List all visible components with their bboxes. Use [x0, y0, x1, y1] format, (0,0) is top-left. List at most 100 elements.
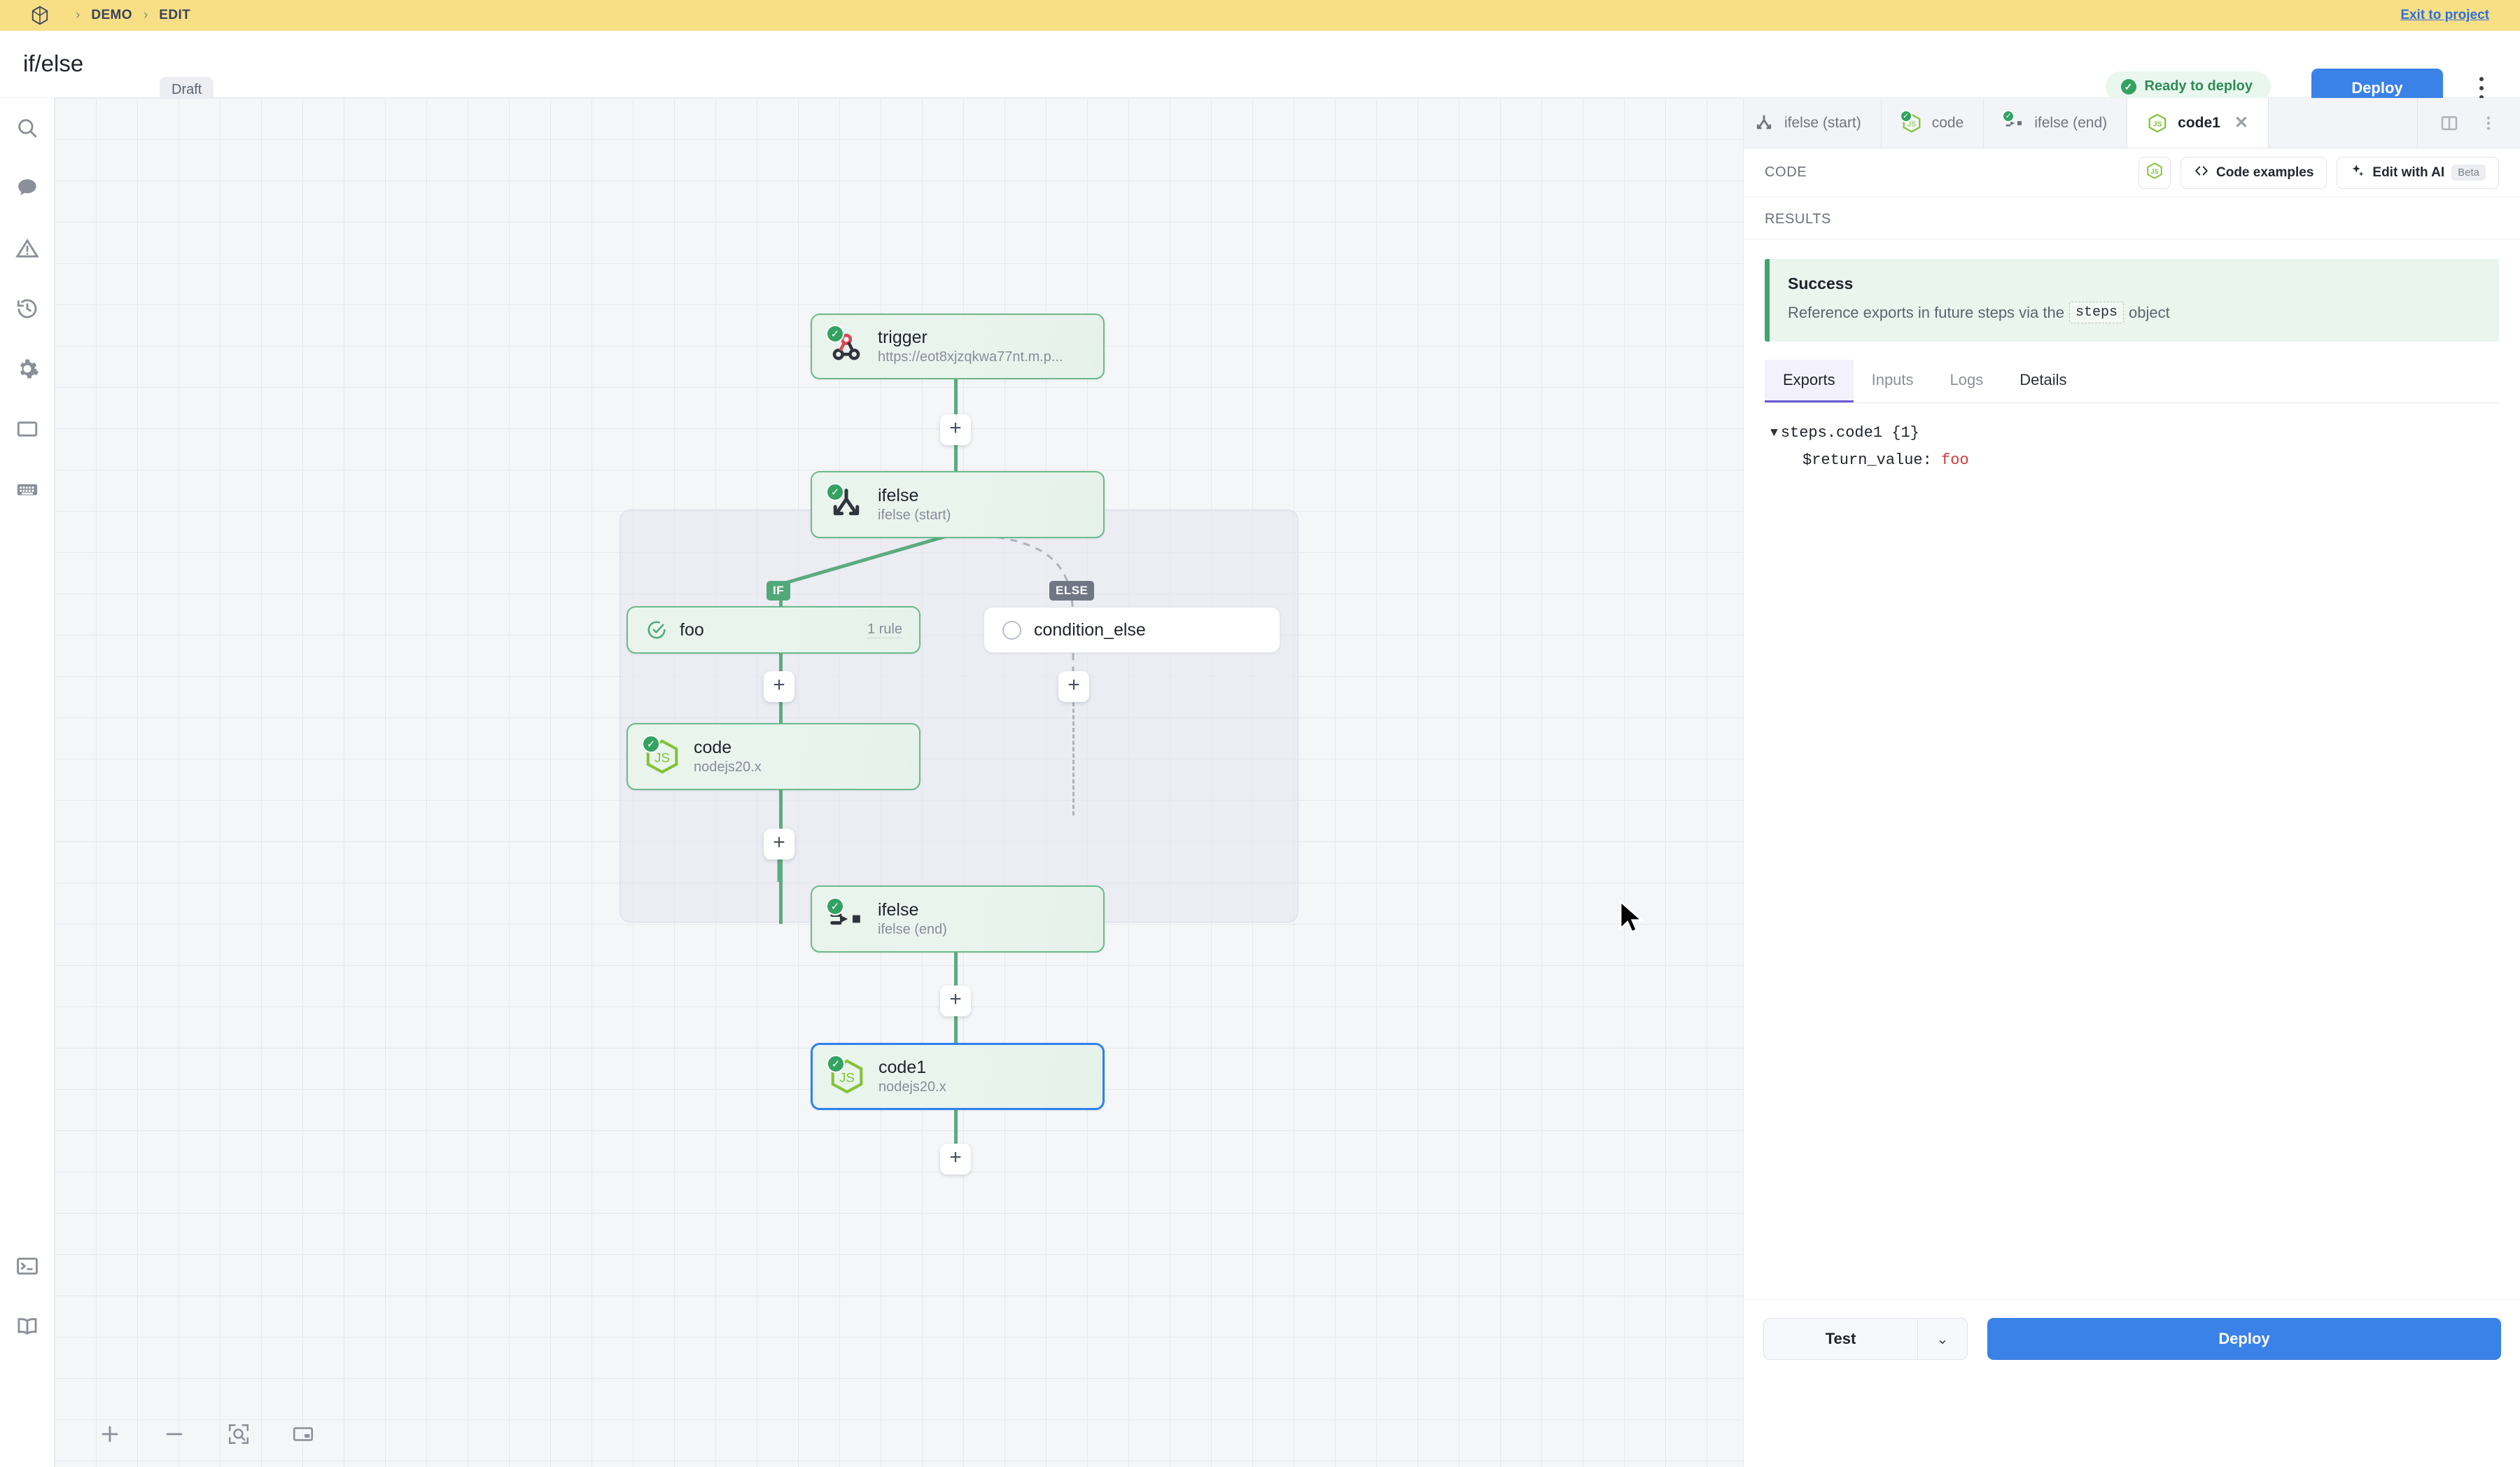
- test-button[interactable]: Test: [1763, 1318, 1917, 1360]
- keyboard-icon[interactable]: [15, 477, 39, 501]
- svg-text:JS: JS: [654, 751, 670, 766]
- tab-inputs[interactable]: Inputs: [1871, 371, 1914, 388]
- node-rule-count[interactable]: 1 rule: [867, 622, 902, 638]
- exports-tree: ▼ steps.code1 {1} $return_value: foo: [1744, 403, 2520, 490]
- add-step-button-else[interactable]: +: [1058, 671, 1089, 702]
- panel-footer: Test ⌄ Deploy: [1744, 1299, 2520, 1467]
- title-bar: if/else Draft ✓ Ready to deploy Deploy: [0, 31, 2520, 108]
- branch-label-else: ELSE: [1049, 581, 1095, 601]
- tab-details[interactable]: Details: [2019, 371, 2067, 388]
- node-status-check-icon: ✓: [642, 735, 660, 753]
- node-status-check-icon: ✓: [826, 325, 844, 343]
- tab-code[interactable]: JS ✓ code: [1881, 98, 1984, 148]
- tab-status-check-icon: ✓: [2002, 109, 2015, 122]
- chat-bubble-icon[interactable]: [15, 176, 39, 200]
- canvas-toolbar: [98, 1422, 315, 1446]
- node-subtitle: ifelse (start): [878, 507, 951, 524]
- nodejs-icon: JS ✓: [1899, 109, 1922, 134]
- kebab-menu-icon[interactable]: [2478, 113, 2499, 134]
- gear-icon[interactable]: [15, 357, 39, 381]
- add-step-button-1[interactable]: +: [940, 414, 971, 445]
- tab-label: code: [1931, 114, 1964, 131]
- exports-tree-root-label: steps.code1 {1}: [1780, 424, 1919, 442]
- split-view-icon[interactable]: [2439, 113, 2460, 134]
- tab-exports[interactable]: Exports: [1765, 360, 1854, 402]
- nodejs-icon: JS ✓: [827, 1055, 866, 1095]
- chevron-down-icon[interactable]: ⌄: [1917, 1318, 1968, 1360]
- branch-merge-icon: ✓: [2002, 109, 2024, 134]
- cube-logo-icon[interactable]: [31, 6, 64, 25]
- node-code[interactable]: JS ✓ code nodejs20.x: [626, 723, 920, 790]
- history-clock-icon[interactable]: [15, 297, 39, 321]
- node-condition-else[interactable]: condition_else: [983, 607, 1280, 653]
- exports-tree-value: foo: [1941, 451, 1969, 469]
- nodejs-icon: JS: [2146, 162, 2164, 184]
- add-step-button-5[interactable]: +: [940, 1144, 971, 1174]
- add-step-button-3[interactable]: +: [764, 829, 794, 859]
- nodejs-icon: JS: [2147, 113, 2168, 134]
- close-icon[interactable]: ✕: [2234, 113, 2248, 132]
- svg-text:JS: JS: [1907, 120, 1916, 128]
- radio-empty-icon: [1002, 620, 1021, 640]
- code-examples-button[interactable]: Code examples: [2180, 156, 2328, 189]
- node-foo[interactable]: foo 1 rule: [626, 606, 920, 654]
- add-step-button-2[interactable]: +: [764, 671, 794, 702]
- page-title: if/else: [23, 50, 84, 76]
- tab-ifelse-end[interactable]: ✓ ifelse (end): [1984, 98, 2128, 148]
- tab-logs[interactable]: Logs: [1949, 371, 1984, 388]
- right-panel: ifelse (start) JS ✓ code ✓ ifelse (end) …: [1743, 98, 2520, 1467]
- node-trigger[interactable]: ✓ trigger https://eot8xjzqkwa77nt.m.p...: [811, 314, 1105, 379]
- edit-with-ai-label: Edit with AI: [2372, 164, 2445, 180]
- add-step-button-4[interactable]: +: [940, 985, 971, 1016]
- runtime-nodejs-button[interactable]: JS: [2138, 156, 2171, 189]
- ready-to-deploy-badge[interactable]: ✓ Ready to deploy: [2105, 71, 2271, 101]
- fit-view-icon[interactable]: [227, 1422, 251, 1446]
- panel-tab-strip: ifelse (start) JS ✓ code ✓ ifelse (end) …: [1744, 98, 2520, 148]
- edge-else-dashed-lower: [1072, 689, 1074, 815]
- svg-text:JS: JS: [2150, 167, 2158, 174]
- edit-with-ai-button[interactable]: Edit with AI Beta: [2337, 156, 2499, 189]
- tab-label: ifelse (end): [2034, 114, 2108, 131]
- tab-ifelse-start[interactable]: ifelse (start): [1744, 98, 1882, 148]
- breadcrumb-item-edit[interactable]: EDIT: [159, 8, 191, 22]
- node-ifelse-end[interactable]: ✓ ifelse ifelse (end): [811, 885, 1105, 953]
- node-title: condition_else: [1034, 619, 1146, 640]
- tab-code1[interactable]: JS code1 ✕: [2127, 98, 2269, 148]
- ready-to-deploy-label: Ready to deploy: [2144, 78, 2253, 94]
- workflow-canvas[interactable]: ✓ trigger https://eot8xjzqkwa77nt.m.p...…: [55, 98, 1743, 1467]
- kebab-menu-icon[interactable]: [2470, 74, 2493, 102]
- search-icon[interactable]: [15, 116, 39, 140]
- node-code1[interactable]: JS ✓ code1 nodejs20.x: [811, 1043, 1105, 1110]
- exit-to-project-link[interactable]: Exit to project: [2400, 8, 2489, 22]
- minimap-icon[interactable]: [291, 1422, 315, 1446]
- node-title: ifelse: [878, 485, 919, 505]
- node-ifelse-start[interactable]: ✓ ifelse ifelse (start): [811, 471, 1105, 538]
- check-circle-outline-icon: [646, 619, 667, 640]
- node-title: ifelse: [878, 899, 919, 920]
- tab-label: code1: [2178, 114, 2220, 131]
- edge-code1-down: [954, 1110, 958, 1145]
- breadcrumb-item-demo[interactable]: DEMO: [91, 8, 132, 22]
- exports-tree-root[interactable]: ▼ steps.code1 {1}: [1770, 424, 2493, 442]
- warning-triangle-icon[interactable]: [15, 237, 39, 260]
- tab-label: ifelse (start): [1784, 114, 1861, 131]
- beta-badge: Beta: [2451, 164, 2486, 181]
- branch-label-if: IF: [766, 581, 791, 601]
- book-icon[interactable]: [15, 1314, 39, 1338]
- terminal-icon[interactable]: [15, 1254, 39, 1278]
- node-status-check-icon: ✓: [826, 897, 844, 915]
- zoom-in-icon[interactable]: [98, 1422, 122, 1446]
- zoom-out-icon[interactable]: [162, 1422, 186, 1446]
- deploy-button-panel[interactable]: Deploy: [1987, 1318, 2501, 1360]
- window-icon[interactable]: [15, 417, 39, 441]
- code-header: CODE JS Code examples Ed: [1744, 148, 2520, 197]
- chevron-down-icon[interactable]: ▼: [1770, 426, 1778, 440]
- success-description: Reference exports in future steps via th…: [1788, 302, 2481, 323]
- node-title: code1: [878, 1057, 927, 1077]
- check-icon: ✓: [2120, 78, 2136, 94]
- svg-text:JS: JS: [2153, 120, 2162, 128]
- node-status-check-icon: ✓: [826, 483, 844, 501]
- code-examples-label: Code examples: [2216, 164, 2314, 180]
- code-section-label: CODE: [1765, 164, 1807, 180]
